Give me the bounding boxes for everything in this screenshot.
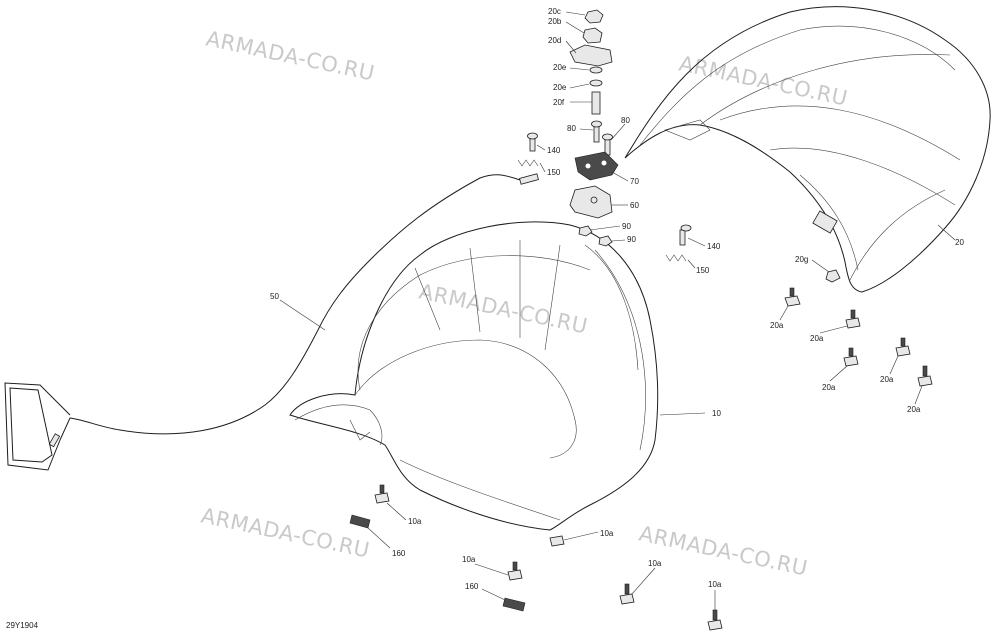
hardware-illustration [349, 9, 933, 631]
watermark-top-right: ARMADA-CO.RU [677, 51, 850, 110]
rear-seat-illustration [624, 6, 991, 293]
diagram-code: 29Y1904 [6, 621, 39, 630]
part-labels: 20c 20b 20d 20e 20e 20f 80 80 140 150 70… [6, 7, 964, 630]
watermark-bottom-left: ARMADA-CO.RU [199, 503, 372, 562]
label-10a-1: 10a [408, 517, 422, 526]
leader-lines [367, 11, 923, 610]
label-90-lower: 90 [627, 235, 636, 244]
front-seat-illustration [289, 221, 706, 531]
bumper-20a-group [784, 287, 933, 387]
label-20: 20 [955, 238, 964, 247]
label-160-1: 160 [392, 549, 406, 558]
label-20g: 20g [795, 255, 808, 264]
watermarks: ARMADA-CO.RU ARMADA-CO.RU ARMADA-CO.RU A… [199, 26, 850, 580]
label-60: 60 [630, 201, 639, 210]
label-20b: 20b [548, 17, 562, 26]
label-20e-upper: 20e [553, 63, 567, 72]
cable-illustration [4, 173, 539, 471]
label-80-left: 80 [567, 124, 576, 133]
watermark-bottom-right: ARMADA-CO.RU [637, 521, 810, 580]
watermark-center: ARMADA-CO.RU [417, 279, 590, 338]
label-20d: 20d [548, 36, 561, 45]
label-20a-1: 20a [770, 321, 784, 330]
label-20e-lower: 20e [553, 83, 567, 92]
label-140-lower: 140 [707, 242, 721, 251]
label-20f: 20f [553, 98, 565, 107]
label-10a-2: 10a [600, 529, 614, 538]
label-90-upper: 90 [622, 222, 631, 231]
label-20a-3: 20a [822, 383, 836, 392]
label-10a-4: 10a [648, 559, 662, 568]
label-10a-5: 10a [708, 580, 722, 589]
label-20a-4: 20a [880, 375, 894, 384]
label-50: 50 [270, 292, 279, 301]
label-160-2: 160 [465, 582, 479, 591]
label-20a-5: 20a [907, 405, 921, 414]
label-140-upper: 140 [547, 146, 561, 155]
label-20a-2: 20a [810, 334, 824, 343]
label-10a-3: 10a [462, 555, 476, 564]
label-150-lower: 150 [696, 266, 710, 275]
label-20c: 20c [548, 7, 561, 16]
label-70: 70 [630, 177, 639, 186]
label-10: 10 [712, 409, 721, 418]
label-150-upper: 150 [547, 168, 561, 177]
label-80-right: 80 [621, 116, 630, 125]
bumper-10a-group [374, 484, 723, 631]
watermark-top-left: ARMADA-CO.RU [204, 26, 377, 85]
